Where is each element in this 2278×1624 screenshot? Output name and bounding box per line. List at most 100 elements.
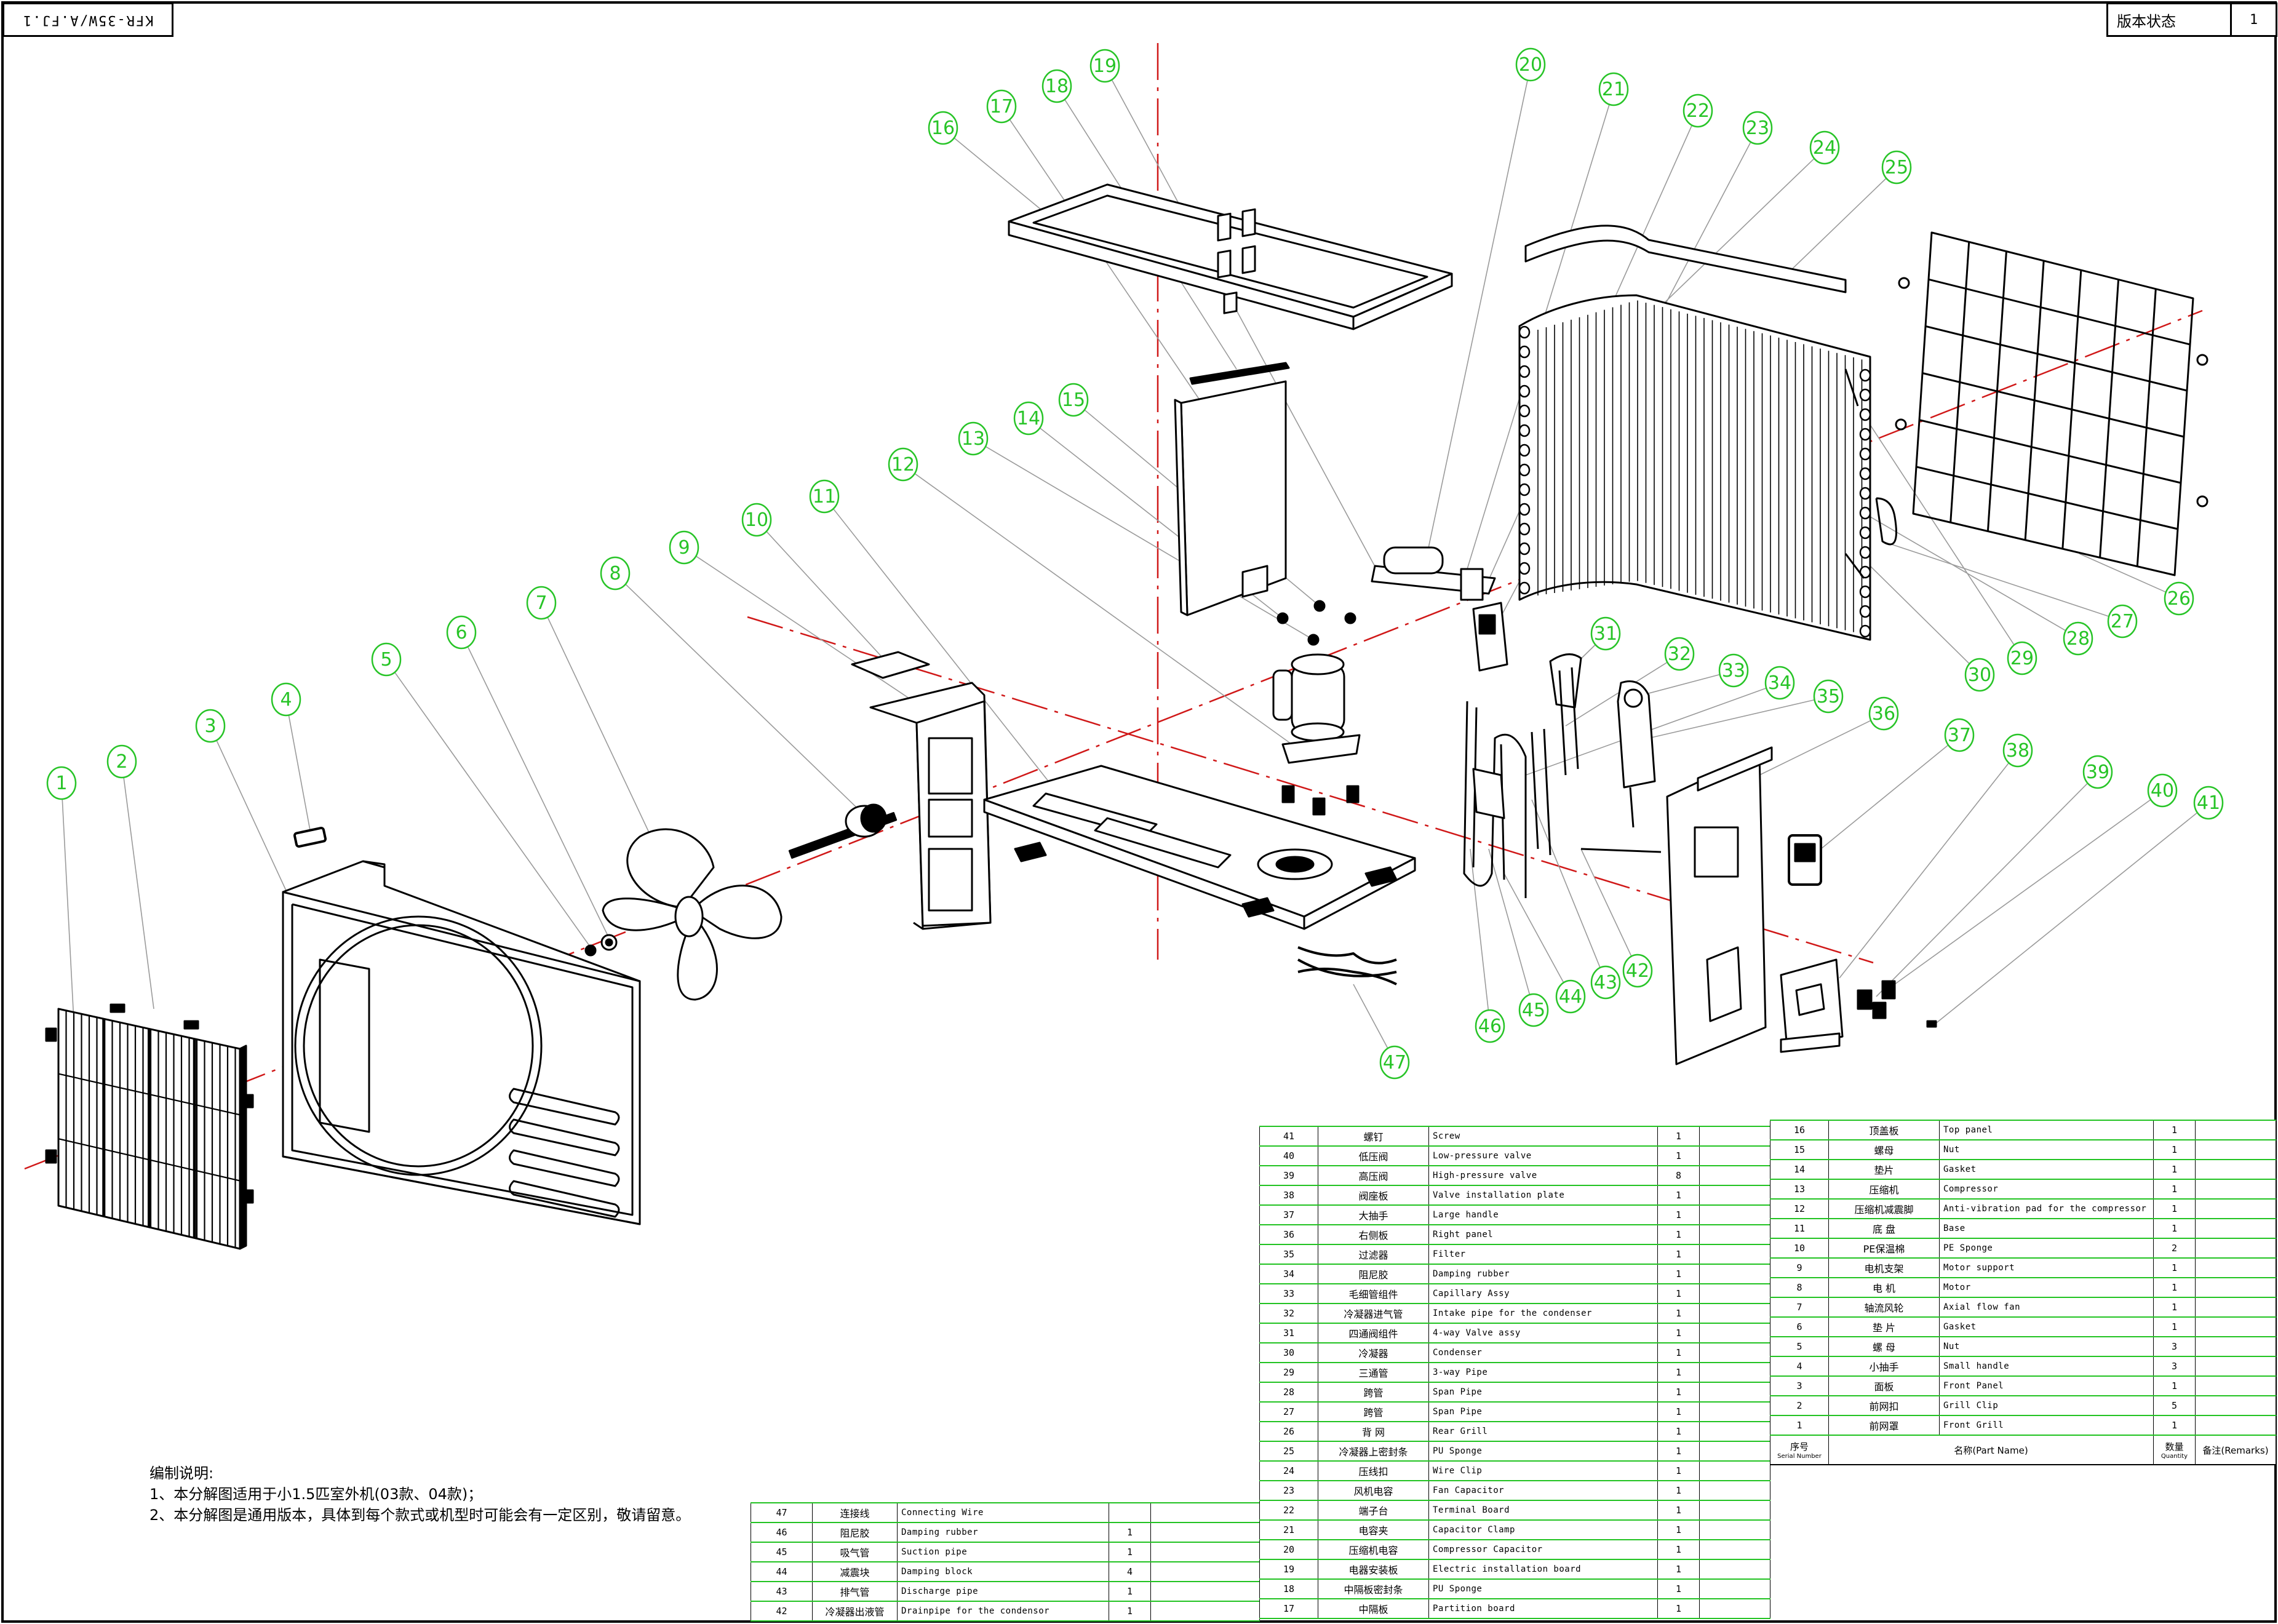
callout-number: 10 [745, 509, 768, 531]
callout-circle [371, 642, 402, 677]
part-number: 39 [1259, 1165, 1318, 1186]
partition-sponge [1189, 362, 1290, 385]
part-name-en: Front Grill [1939, 1415, 2154, 1436]
part-remarks [1150, 1581, 1260, 1602]
leader-line [1820, 744, 1948, 850]
part-quantity: 1 [1657, 1362, 1700, 1383]
callout-circle [2002, 733, 2033, 768]
leader-lines [62, 79, 2197, 1049]
part-quantity: 1 [2153, 1297, 2196, 1318]
part-name-cn: 螺 母 [1828, 1336, 1940, 1357]
part-number: 8 [1770, 1277, 1829, 1298]
callout-circle [1881, 150, 1912, 185]
leader-line [1111, 79, 1379, 573]
part-remarks [1699, 1500, 1770, 1521]
part-quantity: 5 [2153, 1395, 2196, 1416]
part-name-cn: 顶盖板 [1828, 1120, 1940, 1140]
part-quantity: 1 [2153, 1198, 2196, 1219]
callout-number: 41 [2197, 792, 2220, 814]
callout-circle [1058, 383, 1089, 417]
callout-1: 1 [46, 766, 77, 800]
callout-circle [809, 479, 840, 514]
part-quantity: 1 [1657, 1460, 1700, 1481]
callout-number: 42 [1626, 960, 1649, 982]
callout-25: 25 [1881, 150, 1912, 185]
part-number: 35 [1259, 1244, 1318, 1265]
grill-clips [110, 1003, 199, 1030]
front-grill [45, 1008, 254, 1250]
callout-number: 33 [1722, 660, 1745, 682]
callout-number: 14 [1017, 408, 1040, 429]
part-remarks [2195, 1375, 2276, 1396]
leader-line [1531, 799, 1601, 968]
callout-11: 11 [809, 479, 840, 514]
part-name-en: PU Sponge [1428, 1578, 1658, 1599]
leader-line [394, 672, 591, 948]
callout-circle [46, 766, 77, 800]
part-number: 16 [1770, 1120, 1829, 1140]
callout-number: 38 [2006, 740, 2029, 762]
part-name-en: High-pressure valve [1428, 1165, 1658, 1186]
leader-line [1934, 812, 2197, 1025]
part-name-cn: 前网扣 [1828, 1395, 1940, 1416]
part-number: 11 [1770, 1218, 1829, 1239]
leader-line [1488, 848, 1531, 995]
part-remarks [1699, 1578, 1770, 1599]
callout-number: 40 [2151, 780, 2174, 802]
part-number: 41 [1259, 1126, 1318, 1147]
leader-line [288, 715, 311, 834]
part-name-cn: 阀座板 [1318, 1185, 1429, 1206]
condenser [1518, 294, 1871, 641]
callout-number: 28 [2066, 628, 2090, 650]
callout-15: 15 [1058, 383, 1089, 417]
part-name-cn: 垫 片 [1828, 1316, 1940, 1337]
part-name-en: Intake pipe for the condenser [1428, 1303, 1658, 1324]
part-quantity: 1 [2153, 1316, 2196, 1337]
callout-number: 4 [280, 689, 292, 710]
part-number: 3 [1770, 1375, 1829, 1396]
part-name-en: Compressor Capacitor [1428, 1539, 1658, 1560]
part-quantity: 1 [1109, 1522, 1151, 1543]
part-quantity: 1 [1657, 1559, 1700, 1580]
callout-number: 23 [1746, 117, 1769, 139]
callout-circle [1515, 47, 1546, 82]
part-quantity: 1 [1657, 1303, 1700, 1324]
part-quantity: 1 [1657, 1480, 1700, 1501]
span-pipes [1844, 368, 1897, 579]
callout-circle [1964, 658, 1995, 692]
part-quantity: 1 [2153, 1375, 2196, 1396]
callout-18: 18 [1041, 69, 1072, 103]
part-number: 27 [1259, 1401, 1318, 1422]
part-name-cn: 小抽手 [1828, 1356, 1940, 1377]
part-name-en: Valve installation plate [1428, 1185, 1658, 1206]
part-quantity: 1 [1109, 1581, 1151, 1602]
callout-45: 45 [1518, 993, 1549, 1027]
motor [788, 803, 898, 859]
callout-5: 5 [371, 642, 402, 677]
part-number: 15 [1770, 1139, 1829, 1160]
callout-number: 17 [990, 96, 1013, 117]
part-quantity: 1 [2153, 1277, 2196, 1298]
part-quantity: 1 [1657, 1126, 1700, 1147]
callout-number: 6 [455, 622, 467, 643]
callout-36: 36 [1868, 696, 1899, 731]
part-name-en: Screw [1428, 1126, 1658, 1147]
leader-line [833, 508, 1059, 794]
part-remarks [1699, 1598, 1770, 1619]
part-quantity: 1 [1657, 1539, 1700, 1560]
part-name-en: Capacitor Clamp [1428, 1519, 1658, 1540]
part-quantity: 1 [1657, 1283, 1700, 1304]
callout-number: 21 [1602, 79, 1625, 100]
part-name-en: Motor support [1939, 1257, 2154, 1278]
callout-number: 45 [1522, 1000, 1545, 1021]
part-name-cn: 毛细管组件 [1318, 1283, 1429, 1304]
part-name-cn: 压缩机 [1828, 1179, 1940, 1200]
